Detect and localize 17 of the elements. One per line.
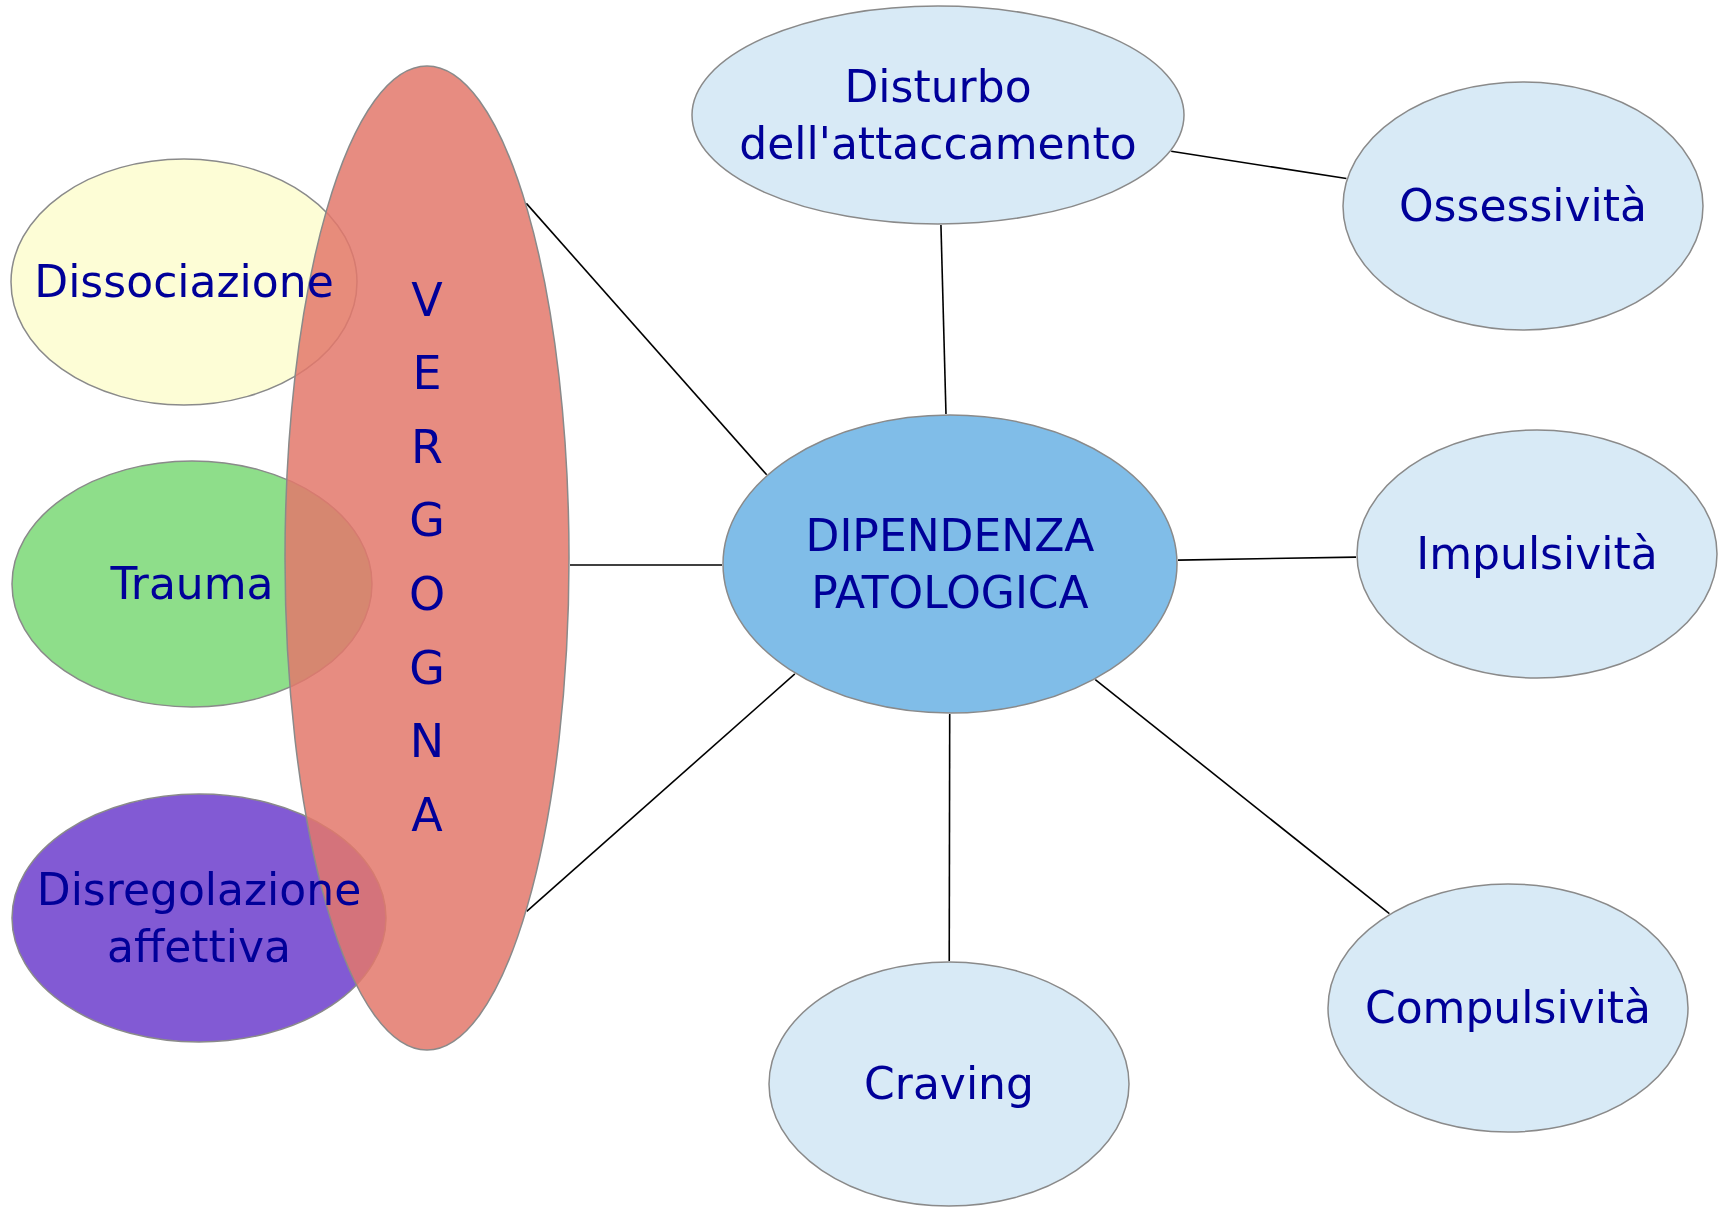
node-label: DIPENDENZA PATOLOGICA (804, 508, 1096, 620)
connector-line (948, 713, 951, 962)
node-label: Compulsività (1364, 981, 1652, 1036)
node-label: Craving (864, 1057, 1034, 1112)
connector-line (1177, 556, 1357, 561)
connector-line (525, 673, 796, 913)
node-label: Ossessività (1398, 179, 1648, 234)
node-label: Dissociazione (34, 255, 334, 310)
node-label: Impulsività (1416, 527, 1658, 582)
connector-line (1170, 150, 1348, 180)
connector-line (525, 202, 768, 476)
connector-line (569, 564, 723, 566)
node-label: Trauma (110, 557, 274, 612)
connector-line (940, 224, 947, 415)
connector-line (1094, 678, 1391, 915)
vertical-label: VERGOGNA (407, 271, 447, 844)
node-label: Disturbo dell'attaccamento (738, 59, 1138, 171)
